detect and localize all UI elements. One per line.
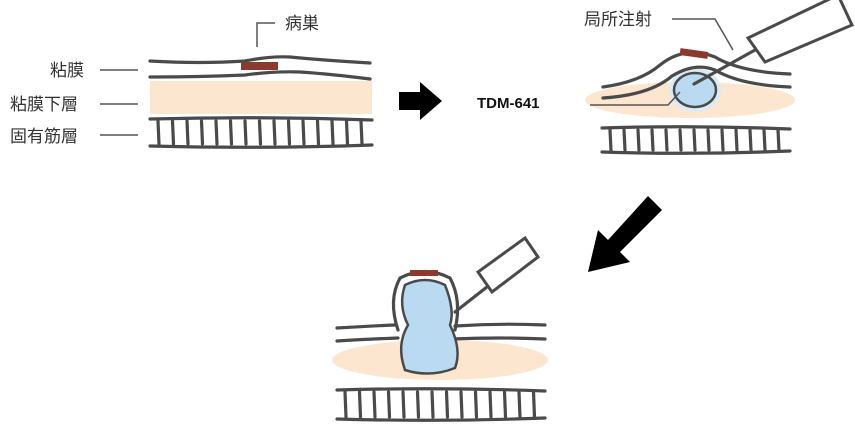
muscle-fiber	[199, 119, 205, 146]
muscle-fiber	[776, 128, 781, 152]
muscle-fiber	[517, 390, 522, 419]
mucosa-bottom-line-right	[450, 336, 547, 341]
muscle-fiber	[734, 128, 739, 152]
muscle-fiber	[315, 119, 321, 146]
muscle-fiber	[301, 119, 306, 146]
mucosa-bottom-line	[601, 65, 792, 100]
panel-normal-tissue: 病巣 粘膜 粘膜下層 固有筋層	[10, 14, 374, 149]
muscle-fiber	[335, 387, 547, 393]
mucosa-bottom-line	[148, 70, 372, 81]
muscle-fiber	[170, 119, 176, 146]
muscle-fiber	[600, 125, 792, 131]
injection-pointer	[672, 18, 734, 51]
mucosa-top-line-right	[453, 322, 547, 328]
muscle-fiber	[386, 390, 392, 419]
fluid-pointer	[590, 91, 681, 106]
injected-fluid	[672, 71, 718, 109]
muscle-fiber	[600, 149, 792, 155]
muscle-fiber	[720, 128, 725, 152]
muscle-fiber	[608, 128, 613, 152]
snare-wire	[453, 281, 494, 314]
muscle-fiber	[762, 128, 767, 152]
submucosa-label: 粘膜下層	[10, 95, 78, 115]
muscle-fiber	[335, 416, 547, 422]
muscle-fiber	[415, 390, 421, 419]
muscle-fiber	[488, 390, 493, 419]
panel-snare-resection	[332, 235, 548, 422]
muscle-fiber	[473, 390, 479, 419]
mucosa-label: 粘膜	[50, 61, 84, 81]
muscle-fiber	[622, 128, 627, 152]
muscle-fiber	[357, 390, 363, 419]
lesion	[241, 62, 278, 70]
muscle-fiber	[678, 128, 683, 152]
muscle-fiber	[286, 119, 292, 146]
muscle-fiber	[401, 390, 406, 419]
muscle-fiber	[636, 128, 641, 152]
muscle-fiber	[459, 390, 464, 419]
mucosa-top-line	[148, 55, 372, 65]
syringe-barrel	[745, 0, 855, 64]
lesion	[410, 270, 438, 276]
lifted-lesion	[399, 278, 459, 375]
muscle-fiber	[257, 119, 263, 146]
muscle-fiber	[706, 128, 711, 152]
arrow-down-left-icon	[588, 196, 662, 272]
muscle-fiber	[359, 119, 364, 146]
muscularis-label: 固有筋層	[10, 127, 78, 147]
muscle-fiber	[692, 128, 697, 152]
muscle-fiber	[344, 119, 350, 146]
lesion	[679, 48, 709, 59]
panel-local-injection: 局所注射	[584, 0, 855, 155]
muscle-fiber	[330, 119, 335, 146]
muscularis-layer	[600, 125, 792, 155]
muscle-fiber	[272, 119, 277, 146]
muscle-fiber	[531, 390, 537, 419]
submucosa-layer	[150, 81, 372, 114]
arrow-right-icon	[399, 82, 442, 120]
muscle-fiber	[156, 119, 161, 146]
mucosa-top-line-left	[335, 323, 397, 330]
lesion-label: 病巣	[285, 14, 319, 34]
muscle-fiber	[243, 119, 248, 146]
needle	[692, 48, 757, 86]
muscularis-layer	[335, 387, 547, 422]
lesion-pointer	[256, 22, 275, 47]
muscularis-layer	[148, 116, 374, 149]
muscle-fiber	[430, 390, 435, 419]
muscle-fiber	[228, 119, 234, 146]
muscle-fiber	[748, 128, 753, 152]
snare-sheath	[475, 235, 541, 295]
muscle-fiber	[444, 390, 450, 419]
mucosa-bottom-line-left	[335, 336, 400, 343]
muscle-fiber	[372, 390, 377, 419]
agent-label: TDM-641	[477, 95, 540, 112]
muscle-fiber	[650, 128, 655, 152]
muscle-fiber	[664, 128, 669, 152]
muscle-fiber	[185, 119, 190, 146]
muscle-fiber	[148, 116, 374, 122]
local-injection-label: 局所注射	[584, 10, 652, 30]
muscle-fiber	[343, 390, 348, 419]
muscle-fiber	[148, 143, 374, 149]
muscle-fiber	[502, 390, 508, 419]
muscle-fiber	[214, 119, 219, 146]
